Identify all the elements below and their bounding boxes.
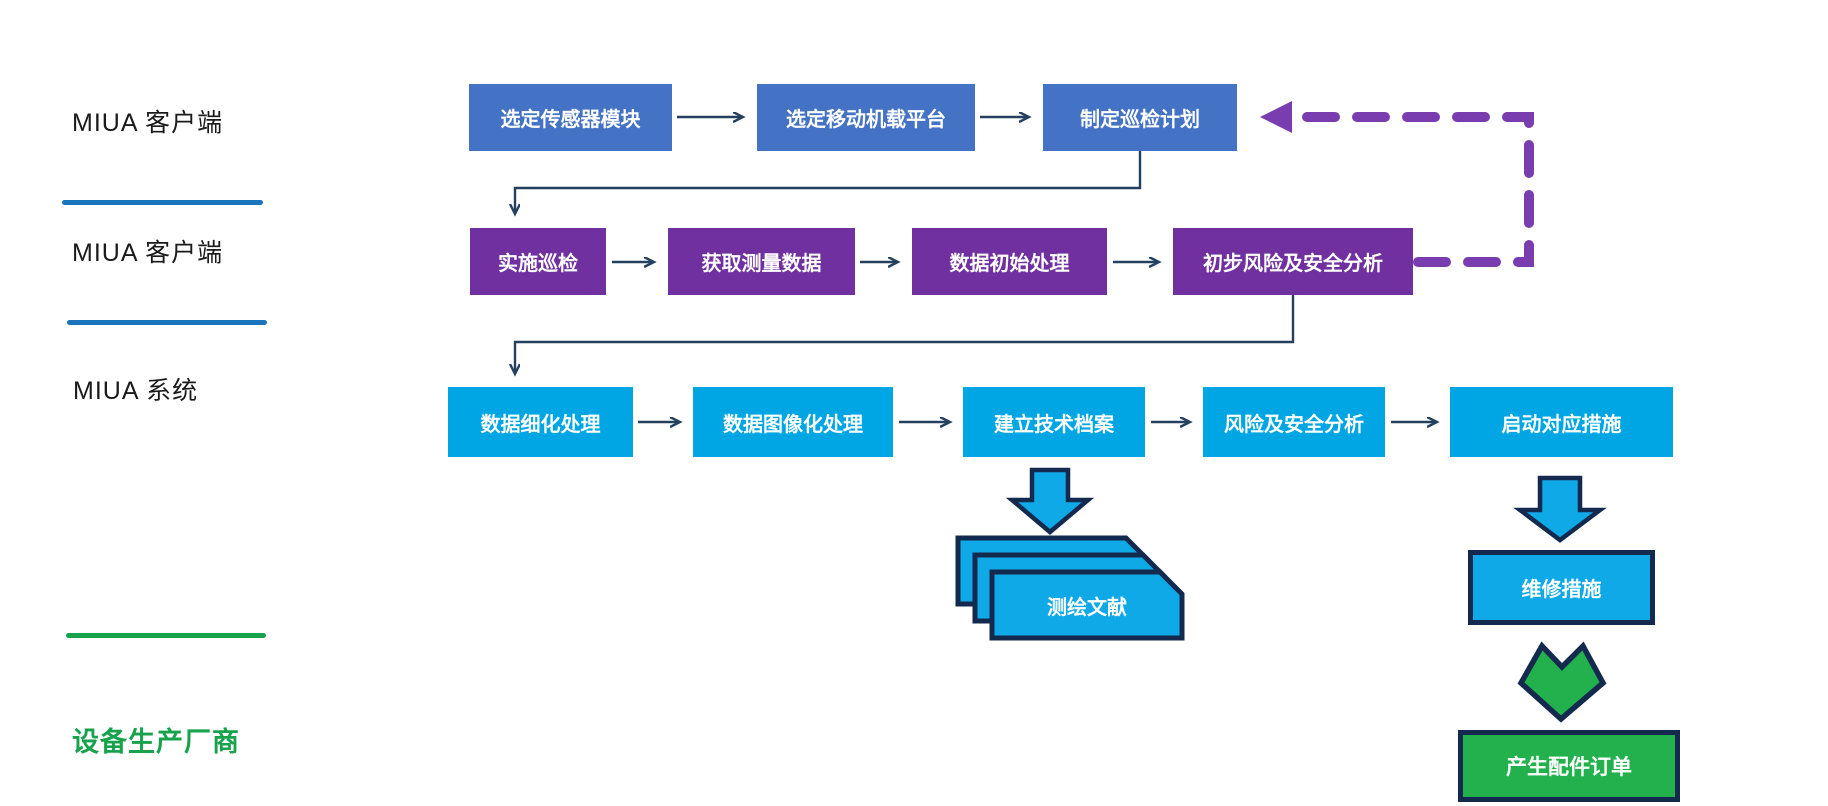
step-risk-safety-analysis: 风险及安全分析	[1203, 387, 1385, 457]
block-arrow-down-icon	[1513, 475, 1607, 543]
step-build-technical-archive: 建立技术档案	[963, 387, 1145, 457]
lane-divider	[66, 633, 266, 638]
output-maintenance-measures: 维修措施	[1468, 550, 1655, 625]
document-card-front	[989, 569, 1185, 641]
green-chevron-arrow-icon	[1517, 641, 1607, 723]
step-select-mobile-platform: 选定移动机载平台	[757, 84, 975, 151]
lane-label-miua-system: MIUA 系统	[73, 377, 199, 405]
step-select-sensor-module: 选定传感器模块	[469, 84, 672, 151]
lane-label-miua-client-1: MIUA 客户端	[72, 109, 224, 137]
lane-divider	[67, 320, 267, 325]
elbow-connector-row2-row3	[515, 295, 1295, 373]
block-arrow-down-icon	[1005, 467, 1095, 535]
step-data-imaging: 数据图像化处理	[693, 387, 893, 457]
step-initial-data-processing: 数据初始处理	[912, 228, 1107, 295]
output-survey-documents: 测绘文献	[1047, 596, 1127, 619]
step-make-inspection-plan: 制定巡检计划	[1043, 84, 1237, 151]
step-acquire-measurement-data: 获取测量数据	[668, 228, 855, 295]
output-parts-order: 产生配件订单	[1458, 730, 1680, 802]
lane-divider	[62, 200, 263, 205]
step-perform-inspection: 实施巡检	[470, 228, 606, 295]
elbow-connector-row1-row2	[515, 151, 1142, 213]
step-launch-countermeasures: 启动对应措施	[1450, 387, 1673, 457]
feedback-dashed-connector	[1291, 112, 1534, 267]
step-preliminary-risk-safety-analysis: 初步风险及安全分析	[1173, 228, 1413, 295]
lane-label-manufacturer: 设备生产厂商	[72, 727, 240, 757]
lane-label-miua-client-2: MIUA 客户端	[72, 239, 224, 267]
feedback-arrowhead-icon	[1260, 101, 1292, 133]
step-data-refinement: 数据细化处理	[448, 387, 633, 457]
